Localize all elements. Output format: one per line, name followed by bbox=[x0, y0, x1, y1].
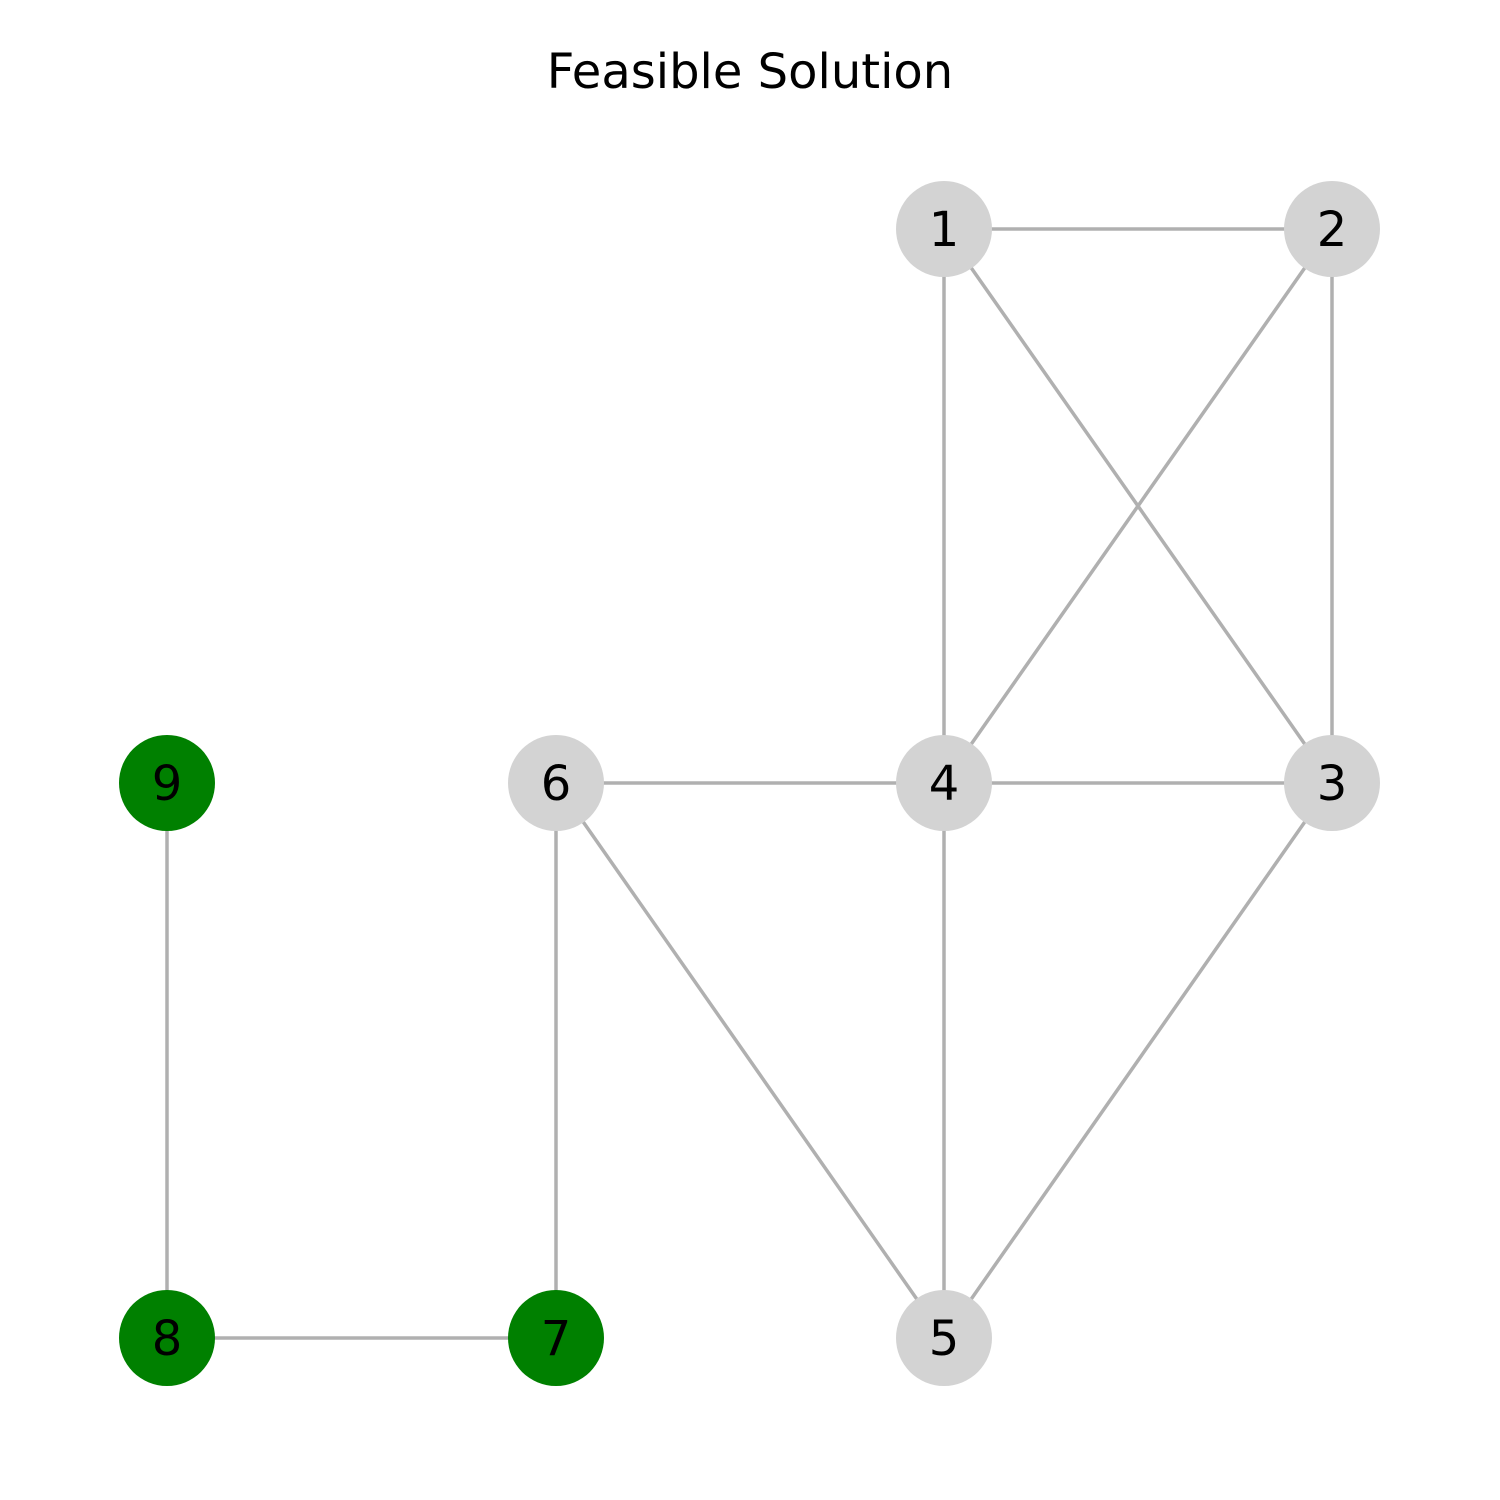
node-8: 8 bbox=[119, 1290, 215, 1386]
node-label-5: 5 bbox=[929, 1311, 960, 1367]
node-label-6: 6 bbox=[541, 756, 572, 812]
node-7: 7 bbox=[508, 1290, 604, 1386]
node-circle-8 bbox=[119, 1290, 215, 1386]
node-label-8: 8 bbox=[152, 1311, 183, 1367]
edge-2-4 bbox=[942, 227, 1334, 785]
node-3: 3 bbox=[1284, 735, 1380, 831]
node-circle-3 bbox=[1284, 735, 1380, 831]
node-label-3: 3 bbox=[1317, 756, 1348, 812]
node-6: 6 bbox=[508, 735, 604, 831]
node-5: 5 bbox=[896, 1290, 992, 1386]
node-4: 4 bbox=[896, 735, 992, 831]
node-1: 1 bbox=[896, 181, 992, 277]
node-label-7: 7 bbox=[541, 1311, 572, 1367]
nodes-layer: 1 2 3 4 5 6 7 8 9 bbox=[119, 181, 1380, 1386]
node-circle-1 bbox=[896, 181, 992, 277]
node-label-1: 1 bbox=[929, 202, 960, 258]
node-label-4: 4 bbox=[929, 756, 960, 812]
node-9: 9 bbox=[119, 735, 215, 831]
node-circle-7 bbox=[508, 1290, 604, 1386]
node-label-2: 2 bbox=[1317, 202, 1348, 258]
node-circle-6 bbox=[508, 735, 604, 831]
edges-layer bbox=[165, 227, 1334, 1340]
node-circle-5 bbox=[896, 1290, 992, 1386]
node-2: 2 bbox=[1284, 181, 1380, 277]
node-label-9: 9 bbox=[152, 756, 183, 812]
edge-6-5 bbox=[554, 781, 946, 1340]
edge-3-5 bbox=[942, 781, 1334, 1340]
diagram-title: Feasible Solution bbox=[547, 44, 953, 100]
node-circle-9 bbox=[119, 735, 215, 831]
node-circle-4 bbox=[896, 735, 992, 831]
node-circle-2 bbox=[1284, 181, 1380, 277]
